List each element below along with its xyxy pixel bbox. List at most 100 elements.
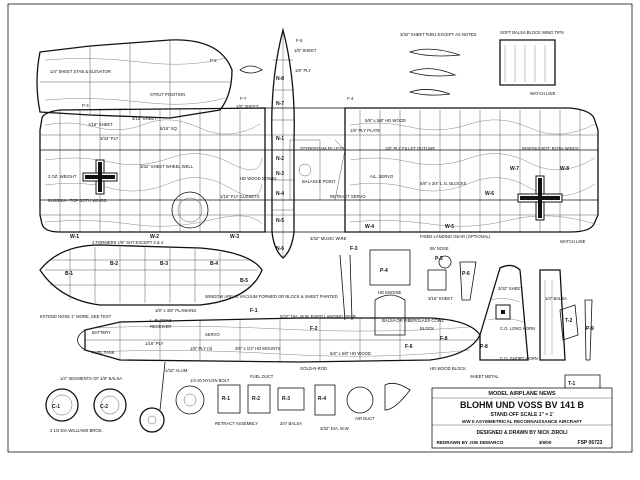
title-block: MODEL AIRPLANE NEWS BLOHM UND VOSS BV 14… (431, 387, 613, 449)
label-p4: P-4 (380, 268, 388, 274)
label-battery: BATTERY (92, 330, 111, 335)
label-f8: F-8 (440, 336, 448, 342)
label-block: BLOCK (420, 326, 434, 331)
label-f1: F-1 (250, 308, 258, 314)
label-f7-sheet: 1/8" SHEET (236, 104, 259, 109)
label-hd-engine: HD ENGINE (378, 290, 401, 295)
label-ply-4: 1/8" PLY (4) (190, 346, 213, 351)
label-sheet-metal: SHEET METAL (470, 374, 499, 379)
label-extend-nose: EXTEND NOSE 1" MORE, SEE TEXT (40, 314, 112, 319)
plan-designer: DESIGNED & DRAWN BY NICK ZIROLI (476, 430, 568, 436)
label-balance-point: BALANCE POINT (302, 179, 336, 184)
label-f5: F-5 (296, 38, 303, 43)
plan-border (7, 3, 633, 453)
label-oz-weight: 2 OZ. WEIGHT (48, 174, 77, 179)
label-aluminum: 1/32" ALUM. (165, 368, 188, 373)
label-bulk-dowel: HD WOOD DOWEL (240, 176, 278, 181)
label-watch-line: WATCH LINE (560, 239, 586, 244)
label-b5: B-5 (240, 278, 248, 284)
plan-date: 3/9/00 (539, 440, 552, 445)
label-c2: C-2 (100, 404, 108, 410)
label-cg-long-horn: C.G. LONG HORN (500, 326, 535, 331)
label-fillet-outline: 1/8" PLY FILLET OUTLINE (385, 146, 435, 151)
label-p8: P-8 (480, 344, 488, 350)
label-ply-332: 3/32" PLY (100, 136, 119, 141)
engine-cowl-area (339, 249, 411, 336)
insignia-cross-right (517, 175, 563, 221)
label-music-wire: 3/32" MUSIC WIRE (310, 236, 347, 241)
magazine-name: MODEL AIRPLANE NEWS (488, 391, 556, 397)
label-f3: F-3 (350, 246, 358, 252)
label-strut-position: STRUT POSITION (150, 92, 185, 97)
label-gold-n-rod: GOLD-N-ROD (300, 366, 327, 371)
label-insignia-bot: INSIGNIA BOT. BOTH WINGS (522, 146, 579, 151)
label-retract-assembly: RETRACT ASSEMBLY (215, 421, 258, 426)
callout-labels: 1/4" SHEET STAB & ELEVATOR STRUT POSITIO… (40, 30, 594, 433)
label-balsa-cowl: BALSA OR FIBERGLASS COWL (382, 318, 445, 323)
label-f4: F-4 (347, 96, 354, 101)
label-sheet-plywood: 1/8" PLY (295, 68, 311, 73)
label-ply-116: 1/16" PLY (145, 341, 164, 346)
label-f6: F-6 (405, 344, 413, 350)
label-hd-mounts: 5/8" x 5/8" HD WOOD (330, 351, 371, 356)
label-b4: B-4 (210, 261, 218, 267)
label-wheel: 2 1/4 DIA WILLIAMS BROS. (50, 428, 103, 433)
label-dia-mw: 3/32" DIA. M.W. (320, 426, 350, 431)
label-mounts: 3/8" x 1/2" HD MOUNTS (235, 346, 281, 351)
label-n3: N-3 (276, 171, 284, 177)
label-ply-plate: 1/8" PLY PLATE (350, 128, 380, 133)
label-planking: 1/8" x 3/8" PLANKING (155, 308, 196, 313)
label-servo: SERVO (205, 332, 220, 337)
label-hd-wood-block: HD WOOD BLOCK (430, 366, 466, 371)
label-w4: W-4 (365, 224, 374, 230)
label-landing-gear: 5/32" DIA. M.W. FIXED LANDING GEAR (280, 314, 356, 319)
label-t2: T-2 (565, 318, 572, 324)
label-b1: B-1 (65, 271, 73, 277)
label-segments: 1/4" SEGMENTS OF 1/8" BALSA (60, 376, 122, 381)
fuselage-side-view (77, 264, 566, 433)
label-wheel-well: 3/32" SHEET WHEEL WELL (140, 164, 194, 169)
label-p5: P-5 (435, 256, 443, 262)
label-sq-58-hd: 5/8" x 5/8" HD WOOD (365, 118, 406, 123)
label-air-duct: AIR DUCT (355, 416, 375, 421)
label-n4: N-4 (276, 191, 284, 197)
label-w1: W-1 (70, 234, 79, 240)
label-retract-servo: RETRACT SERVO (330, 194, 366, 199)
label-n7: N-7 (276, 101, 284, 107)
label-b2: B-2 (110, 261, 118, 267)
crew-gondola-side (39, 244, 263, 306)
label-f2: F-2 (310, 326, 318, 332)
label-tail-sheet: 1/4" SHEET STAB & ELEVATOR (50, 69, 111, 74)
wing-tip-block (239, 39, 556, 96)
label-n2: N-2 (276, 156, 284, 162)
label-w8: W-8 (560, 166, 569, 172)
label-n5: N-5 (276, 218, 284, 224)
label-sq-516: 5/16" SQ (160, 126, 178, 131)
label-balsa-34: 3/4" BALSA (280, 421, 302, 426)
plan-subtitle: STAND-OFF SCALE 1" = 1' (490, 412, 553, 418)
label-formers: 4 FORMERS 1/8" SHT EXCEPT 3 & 4 (92, 240, 164, 245)
label-n1: N-1 (276, 136, 284, 142)
label-sheet-316: 3/16" SHEET (428, 296, 453, 301)
label-lg-blocks: 5/8" x 3/4" L.G. BLOCKS (420, 181, 466, 186)
label-r3: R-3 (282, 396, 290, 402)
label-window-areas: WINDOW AREAS VACUUM FORMED OR BLOCK & SH… (205, 294, 338, 299)
main-wing-plan (39, 107, 599, 233)
label-w7: W-7 (510, 166, 519, 172)
label-r2: R-2 (252, 396, 260, 402)
label-c1: C-1 (52, 404, 60, 410)
insignia-cross-left (82, 159, 118, 195)
label-n6: N-6 (276, 246, 284, 252)
label-p6: P-6 (462, 271, 470, 277)
label-gussets: 1/16" PLY GUSSETS (220, 194, 260, 199)
label-sheet-116-a: 1/16" SHEET (88, 122, 113, 127)
plan-number: FSP 06723 (578, 440, 603, 446)
plan-title: BLOHM UND VOSS BV 141 B (460, 400, 585, 410)
bottom-parts-row (45, 382, 411, 422)
label-fixed-lg: FIXED LANDING GEAR (OPTIONAL) (420, 234, 491, 239)
label-sheet-32: 3/32" SHEET (498, 286, 523, 291)
label-w6: W-6 (485, 191, 494, 197)
label-b3: B-3 (160, 261, 168, 267)
label-insignia-top: INSIGNIA - TOP BOTH WINGS (48, 198, 107, 203)
